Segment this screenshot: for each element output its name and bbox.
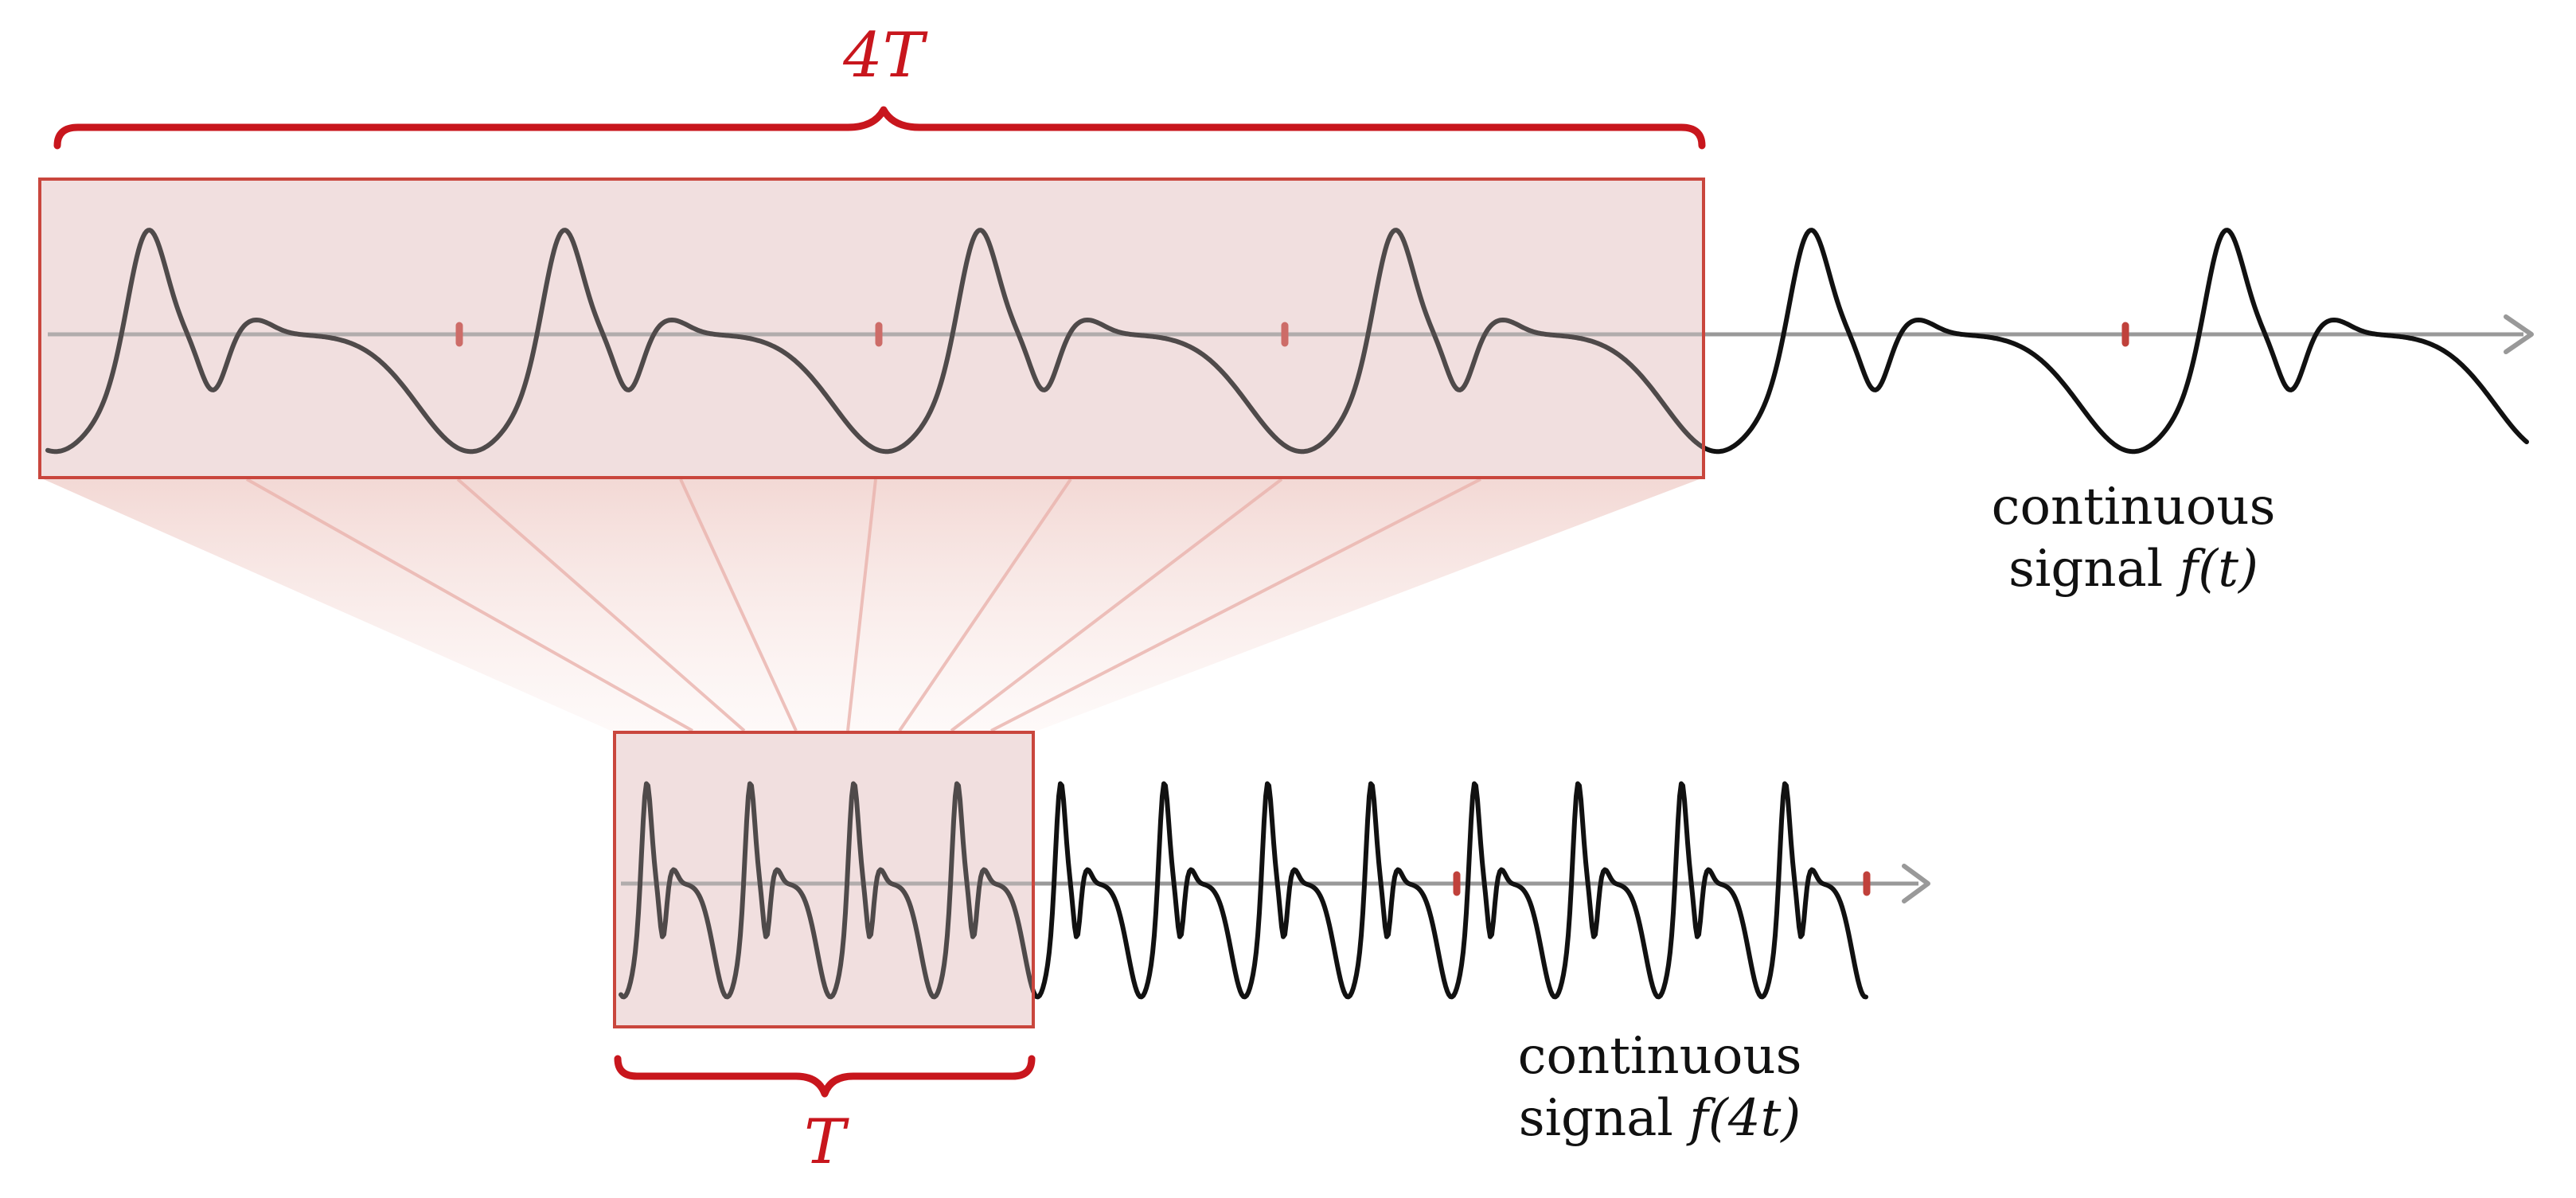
bottom-axis-arrowhead <box>1902 864 1930 903</box>
bottom-window-brace <box>614 1055 1036 1098</box>
bottom-caption-line2: signal f(4t) <box>1421 1087 1899 1149</box>
top-caption-line1: continuous <box>1991 478 2276 537</box>
projection-fan-area <box>40 478 1704 732</box>
bottom-caption-line1: continuous <box>1517 1027 1802 1086</box>
bottom-caption-math: f(4t) <box>1689 1089 1801 1148</box>
bottom-window-label: T <box>803 1106 846 1178</box>
bottom-window-overlay <box>613 731 1035 1028</box>
top-caption-line2: signal f(t) <box>1895 538 2372 600</box>
top-caption-prefix: signal <box>2008 540 2180 599</box>
bottom-signal-caption: continuous signal f(4t) <box>1421 1025 1899 1149</box>
top-axis-arrowhead <box>2504 314 2534 354</box>
top-signal-caption: continuous signal f(t) <box>1895 476 2372 600</box>
projection-fan-line-3 <box>679 478 798 732</box>
bottom-signal-curve <box>619 781 1868 1000</box>
projection-fan-line-6 <box>950 478 1283 732</box>
bottom-caption-prefix: signal <box>1518 1089 1690 1148</box>
top-axis-ticks <box>455 322 2129 347</box>
projection-fan-line-2 <box>456 478 746 732</box>
projection-fan-lines <box>246 478 1481 732</box>
top-window-brace <box>53 106 1706 150</box>
projection-fan-line-4 <box>846 478 877 732</box>
top-caption-math: f(t) <box>2179 540 2258 599</box>
top-window-label: 4T <box>843 20 924 92</box>
top-window-overlay <box>38 178 1705 479</box>
projection-fan-line-7 <box>990 478 1481 732</box>
bottom-axis-ticks <box>1453 871 1871 896</box>
top-signal-curve <box>45 228 2529 455</box>
projection-fan-line-5 <box>898 478 1072 732</box>
projection-fan-line-1 <box>246 478 693 732</box>
projection-fan <box>40 478 1704 732</box>
